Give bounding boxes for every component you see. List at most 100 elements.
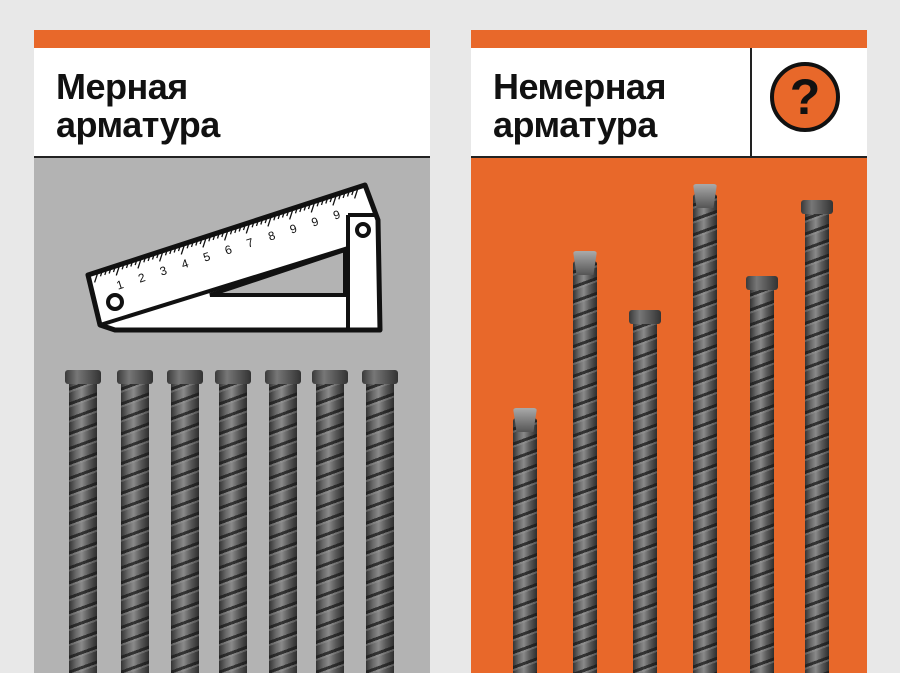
rebar-end [65, 370, 101, 384]
ruler-tick [242, 224, 246, 231]
rebar-end [215, 370, 251, 384]
ruler-label: 9 [310, 214, 321, 229]
ruler-tick [156, 252, 160, 259]
ruler-tick [260, 218, 264, 225]
ruler-tick [281, 211, 285, 218]
ruler-tick [353, 187, 359, 199]
ruler-tick [99, 270, 103, 277]
ruler-tick [173, 246, 177, 253]
rebar-end [117, 370, 153, 384]
ruler-tick [199, 238, 203, 245]
ruler-tick [255, 220, 259, 227]
ruler-tick [169, 248, 173, 255]
rebar [801, 200, 833, 673]
rebar [117, 370, 153, 673]
ruler-tick [147, 255, 151, 262]
ruler-tick [190, 241, 194, 248]
ruler-tick [299, 206, 303, 213]
ruler-tick [316, 200, 320, 207]
accent-bar [34, 30, 430, 48]
accent-bar [471, 30, 867, 48]
ruler-tick [158, 250, 164, 262]
unmeasured-rebar-panel: Немерная арматура ? [471, 30, 867, 673]
ruler-tick [112, 266, 116, 273]
ruler-tick [320, 199, 324, 206]
rebar [312, 370, 348, 673]
title-divider [750, 48, 752, 158]
rebar [573, 251, 597, 673]
ruler-label: 3 [158, 263, 169, 278]
rebar-end [629, 310, 661, 324]
ruler-label: 1 [115, 277, 126, 292]
rebar [362, 370, 398, 673]
rebar [513, 408, 537, 673]
rebar-end [362, 370, 398, 384]
ruler-tick [288, 208, 294, 220]
rebar [167, 370, 203, 673]
rebar-end [312, 370, 348, 384]
ruler-tick [325, 197, 329, 204]
ruler-tick [93, 271, 99, 283]
ruler-tick [143, 256, 147, 263]
rebar-end [167, 370, 203, 384]
ruler-label: 8 [266, 228, 277, 243]
rebar [65, 370, 101, 673]
ruler-tick [212, 234, 216, 241]
rebar-end [801, 200, 833, 214]
rebar [265, 370, 301, 673]
ruler-label: 9 [331, 207, 342, 222]
ruler-tick [221, 231, 225, 238]
rebar-end [513, 408, 537, 432]
ruler-tick [195, 239, 199, 246]
question-icon: ? [770, 62, 840, 132]
ruler-tick [310, 201, 316, 213]
ruler-tick [238, 225, 242, 232]
ruler-tick [208, 235, 212, 242]
ruler-label: 6 [223, 242, 234, 257]
ruler-tick [342, 192, 346, 199]
ruler-tick [267, 215, 272, 227]
ruler-tick [264, 217, 268, 224]
ruler-label: 9 [288, 221, 299, 236]
ruler-tick [294, 207, 298, 214]
ruler-tick [104, 269, 108, 276]
ruler-label: 2 [136, 270, 147, 285]
ruler-label: 7 [245, 235, 256, 250]
ruler-tick [151, 253, 155, 260]
ruler-tick [186, 242, 190, 249]
ruler-tick [164, 249, 168, 256]
panel-title: Мерная арматура [56, 66, 220, 145]
ruler-label: 5 [201, 249, 212, 264]
ruler-tick [137, 257, 142, 269]
ruler-tick [286, 210, 290, 217]
ruler-tick [229, 228, 233, 235]
rebar-end [573, 251, 597, 275]
ruler-tick [351, 189, 355, 196]
ruler-tick [202, 236, 207, 248]
rebar [215, 370, 251, 673]
rebar-end [746, 276, 778, 290]
rebar [629, 310, 661, 673]
ruler-tick [234, 227, 238, 234]
panel-title: Немерная арматура [493, 66, 666, 145]
ruler-tick [273, 214, 277, 221]
ruler-tick [245, 222, 251, 234]
rebar [693, 184, 717, 673]
ruler-tick [180, 243, 186, 255]
rebar-end [693, 184, 717, 208]
ruler-tick [303, 204, 307, 211]
ruler-label: 4 [180, 256, 191, 271]
ruler-tick [130, 260, 134, 267]
ruler-tick [115, 264, 121, 276]
ruler-tick [223, 229, 229, 241]
ruler-tick [332, 194, 337, 206]
ruler-tick [125, 262, 129, 269]
ruler-tick [307, 203, 311, 210]
ruler-tick [329, 196, 333, 203]
rebar-end [265, 370, 301, 384]
ruler-tick [251, 221, 255, 228]
ruler-tick [277, 213, 281, 220]
ruler-tick [338, 193, 342, 200]
